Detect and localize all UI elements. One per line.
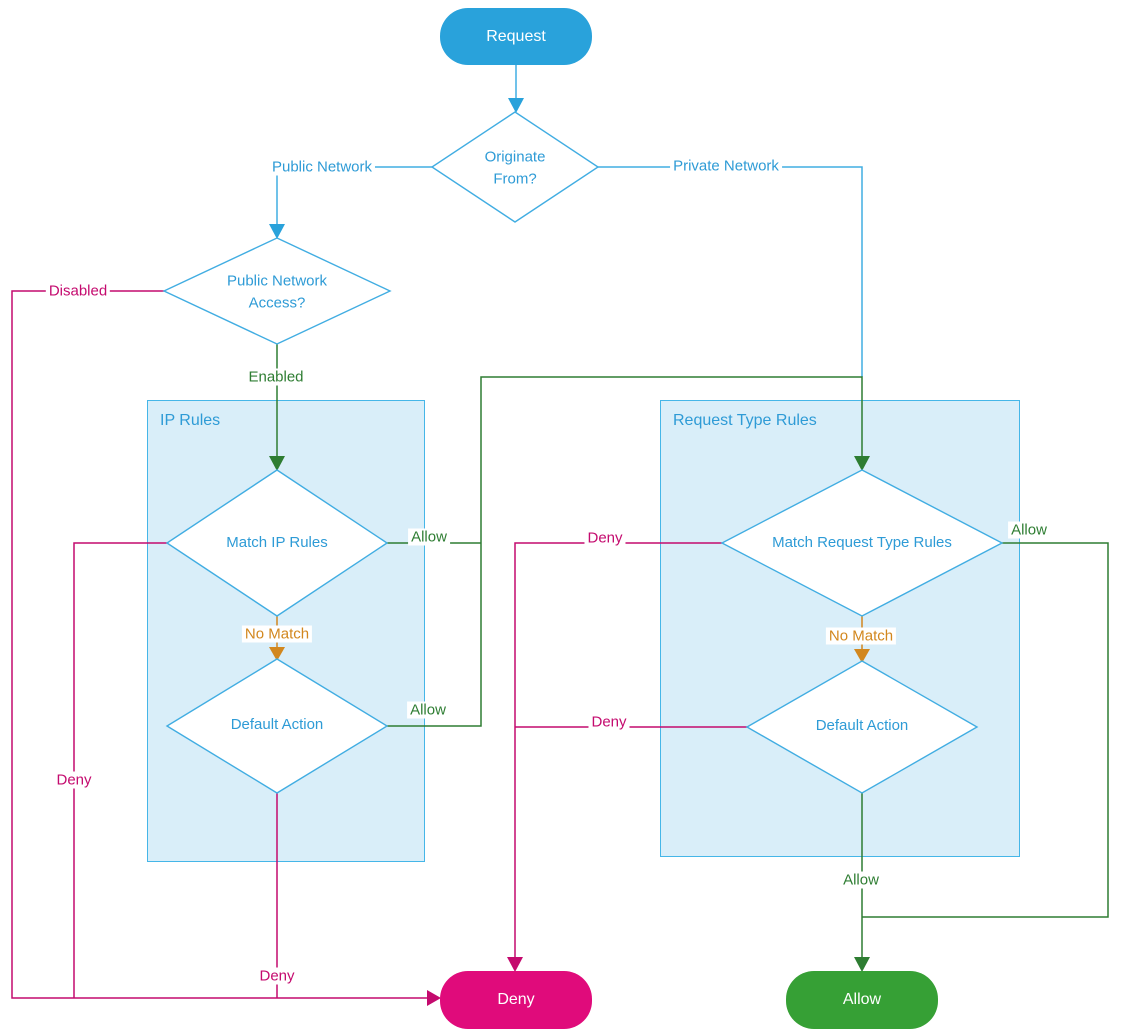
edge-label-enabled: Enabled	[245, 368, 307, 386]
edge-label-match-request-type-allow: Allow	[1008, 521, 1050, 539]
edge-label-request-type-default-deny: Deny	[588, 713, 630, 731]
allow-terminal-node: Allow	[786, 971, 938, 1029]
arrow-public-network	[269, 224, 285, 239]
deny-terminal-node: Deny	[440, 971, 592, 1029]
edge-label-match-ip-no-match: No Match	[241, 625, 313, 643]
edge-label-match-ip-deny: Deny	[53, 771, 95, 789]
edge-label-match-request-type-deny: Deny	[584, 529, 626, 547]
edge-label-public-network: Public Network	[268, 158, 376, 176]
edge-label-request-type-default-allow: Allow	[840, 871, 882, 889]
edge-label-match-ip-allow: Allow	[408, 528, 450, 546]
match-request-type-rules-label: Match Request Type Rules	[772, 534, 952, 552]
arrow-into-allow	[854, 957, 870, 972]
group-title-request-type-rules: Request Type Rules	[673, 412, 817, 429]
edge-label-private-network: Private Network	[670, 157, 782, 175]
edges-blue	[269, 65, 863, 377]
request-type-default-action-label: Default Action	[815, 717, 909, 735]
deny-terminal-label: Deny	[497, 991, 535, 1008]
originate-from-label: Originate From?	[484, 148, 546, 187]
edge-label-disabled: Disabled	[45, 282, 111, 300]
match-ip-rules-label: Match IP Rules	[226, 534, 328, 552]
edge-label-ip-default-allow: Allow	[407, 701, 449, 719]
arrow-into-deny-left	[427, 990, 441, 1006]
ip-default-action-label: Default Action	[230, 716, 324, 734]
request-start-label: Request	[486, 27, 546, 45]
edge-label-match-request-type-no-match: No Match	[825, 627, 897, 645]
allow-terminal-label: Allow	[842, 991, 882, 1008]
arrow-into-deny-top	[507, 957, 523, 972]
request-start-node: Request	[440, 8, 592, 65]
edge-label-ip-default-deny: Deny	[256, 967, 298, 985]
arrow-request-to-originate	[508, 98, 524, 113]
public-network-access-label: Public Network Access?	[226, 272, 328, 311]
group-title-ip-rules: IP Rules	[160, 412, 221, 429]
